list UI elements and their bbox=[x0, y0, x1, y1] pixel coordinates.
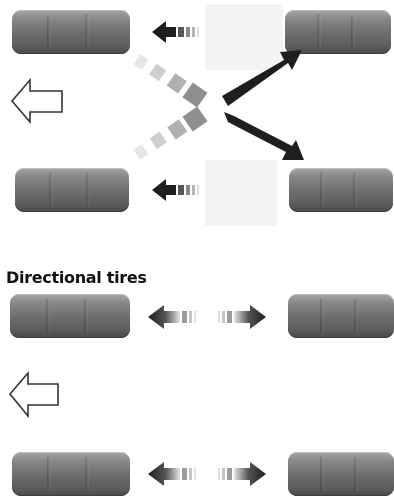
rotation-arrow-top-left-icon bbox=[152, 21, 199, 43]
tire-rear-right bbox=[289, 168, 393, 212]
section-title: Directional tires bbox=[6, 268, 147, 287]
tire-front-left bbox=[12, 10, 130, 54]
background-panel-bottom bbox=[205, 160, 277, 226]
cross-arrow-to-front-right-icon bbox=[222, 50, 302, 106]
swap-arrow-rear-left-icon bbox=[148, 462, 196, 486]
tire-rear-left bbox=[15, 168, 129, 212]
direction-of-travel-bottom-icon bbox=[8, 370, 59, 419]
swap-arrow-rear-right-icon bbox=[218, 462, 266, 486]
swap-arrow-front-left-icon bbox=[148, 305, 196, 329]
rotation-arrow-bottom-left-icon bbox=[152, 179, 199, 201]
swap-arrow-front-right-icon bbox=[218, 305, 266, 329]
directional-tire-front-left bbox=[10, 294, 130, 338]
background-panel-top bbox=[205, 4, 283, 70]
directional-tire-front-right bbox=[288, 294, 394, 338]
cross-arrow-trail-upper-icon bbox=[133, 54, 208, 108]
tire-front-right bbox=[285, 10, 391, 54]
directional-tire-rear-left bbox=[12, 452, 130, 496]
cross-arrow-trail-lower-icon bbox=[133, 106, 208, 160]
direction-of-travel-top-icon bbox=[10, 77, 63, 125]
cross-arrow-to-rear-right-icon bbox=[224, 112, 304, 160]
directional-tire-rear-right bbox=[288, 452, 394, 496]
